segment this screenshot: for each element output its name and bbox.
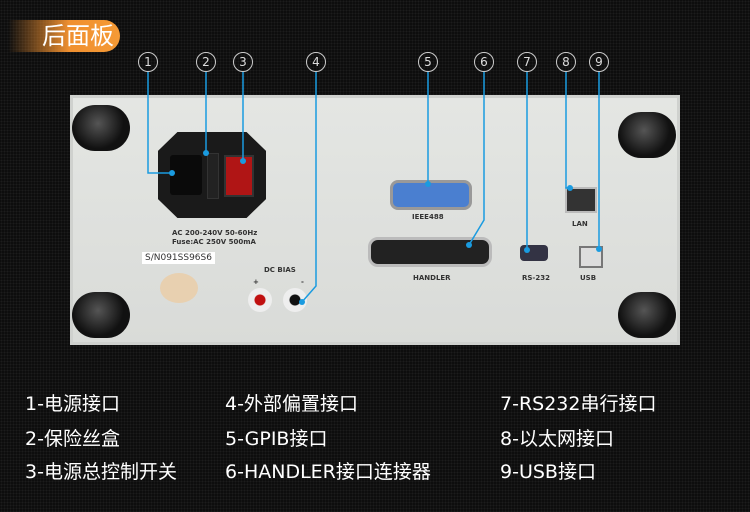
callout-9: 9 [589, 52, 609, 72]
minus-label: - [301, 278, 304, 286]
plus-label: + [253, 278, 259, 286]
power-switch[interactable] [224, 155, 254, 197]
lan-port[interactable] [565, 187, 597, 213]
fuse-box[interactable] [207, 153, 219, 199]
callout-6: 6 [474, 52, 494, 72]
usb-label: USB [580, 274, 597, 282]
callout-4: 4 [306, 52, 326, 72]
foot [72, 105, 130, 151]
legend-item: 9-USB接口 [500, 461, 596, 483]
fuse-rating: Fuse:AC 250V 500mA [172, 238, 256, 246]
legend-item: 8-以太网接口 [500, 428, 614, 450]
legend-item: 4-外部偏置接口 [225, 393, 358, 415]
callout-7: 7 [517, 52, 537, 72]
callout-8: 8 [556, 52, 576, 72]
bias-positive-terminal[interactable] [248, 288, 272, 312]
foot [618, 112, 676, 158]
rear-panel [70, 95, 680, 345]
foot [72, 292, 130, 338]
foot [618, 292, 676, 338]
handler-label: HANDLER [413, 274, 451, 282]
legend-item: 5-GPIB接口 [225, 428, 328, 450]
serial-label: S/N091SS96S6 [142, 252, 215, 264]
legend-item: 6-HANDLER接口连接器 [225, 461, 431, 483]
callout-1: 1 [138, 52, 158, 72]
section-title: 后面板 [8, 20, 120, 52]
power-socket[interactable] [170, 155, 202, 195]
dc-bias-label: DC BIAS [264, 266, 296, 274]
lan-label: LAN [572, 220, 588, 228]
usb-port[interactable] [579, 246, 603, 268]
legend-item: 1-电源接口 [25, 393, 120, 415]
legend-item: 7-RS232串行接口 [500, 393, 657, 415]
gpib-connector[interactable] [390, 180, 472, 210]
callout-5: 5 [418, 52, 438, 72]
callout-3: 3 [233, 52, 253, 72]
callout-2: 2 [196, 52, 216, 72]
qc-sticker [160, 273, 198, 303]
legend-item: 3-电源总控制开关 [25, 461, 177, 483]
ieee-label: IEEE488 [412, 213, 444, 221]
power-rating: AC 200-240V 50-60Hz [172, 229, 258, 237]
legend-item: 2-保险丝盒 [25, 428, 120, 450]
rs232-label: RS-232 [522, 274, 550, 282]
handler-connector[interactable] [368, 237, 492, 267]
